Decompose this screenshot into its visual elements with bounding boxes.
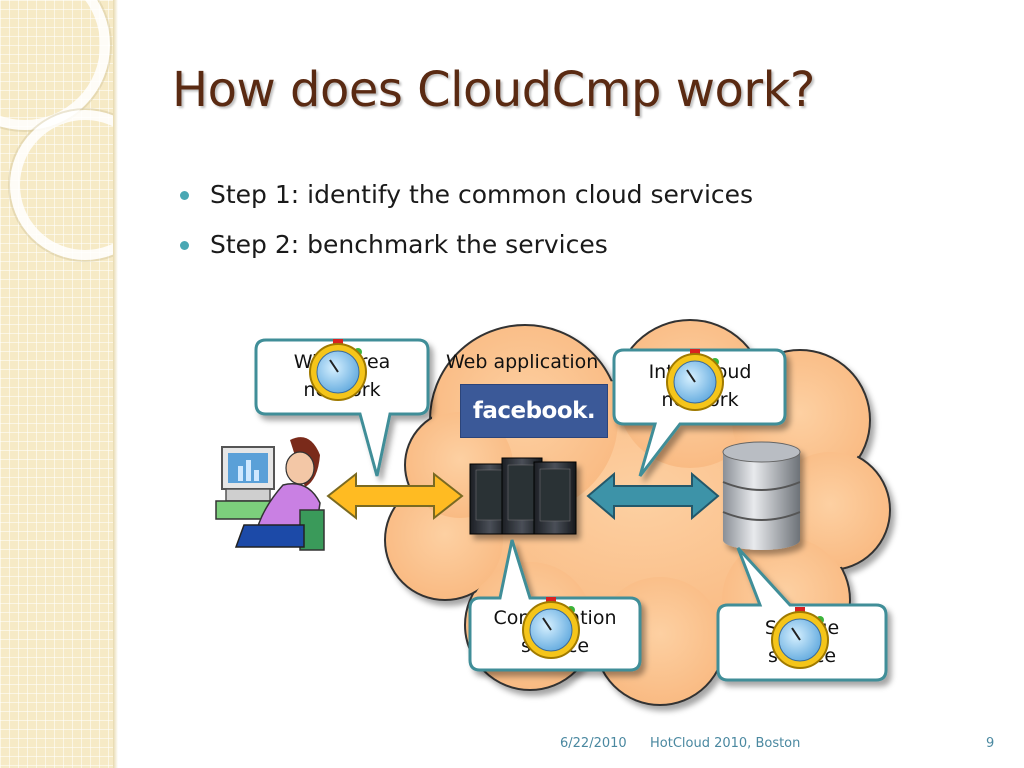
- database-icon: [722, 441, 801, 550]
- stopwatch-icon: [666, 349, 724, 411]
- bullet-item: Step 2: benchmark the services: [180, 220, 753, 270]
- bullet-dot-icon: [180, 240, 189, 250]
- slide-title: How does CloudCmp work?: [172, 62, 815, 118]
- wide-area-network-arrow: [326, 471, 464, 521]
- facebook-logo: facebook.: [460, 384, 608, 438]
- intra-cloud-network-arrow: [586, 471, 720, 521]
- decorative-sidebar: [0, 0, 113, 768]
- footer-date: 6/22/2010: [560, 736, 627, 751]
- callout-wide-area-network: [254, 338, 430, 477]
- sidebar-edge: [113, 0, 118, 768]
- callout-intra-cloud-network: [612, 348, 787, 477]
- stopwatch-icon: [522, 597, 580, 659]
- bullet-text: Step 1: identify the common cloud servic…: [210, 180, 754, 209]
- bullet-list: Step 1: identify the common cloud servic…: [180, 170, 753, 270]
- footer-event: HotCloud 2010, Boston: [650, 736, 801, 751]
- web-application-label: Web application: [446, 351, 599, 373]
- bullet-dot-icon: [180, 190, 189, 200]
- user-at-computer-icon: [215, 437, 325, 551]
- stopwatch-icon: [771, 607, 829, 669]
- bullet-text: Step 2: benchmark the services: [210, 230, 608, 259]
- server-rack-icon: [469, 457, 577, 535]
- page-number: 9: [986, 736, 995, 751]
- decorative-ring: [10, 110, 113, 260]
- bullet-item: Step 1: identify the common cloud servic…: [180, 170, 753, 220]
- stopwatch-icon: [309, 339, 367, 401]
